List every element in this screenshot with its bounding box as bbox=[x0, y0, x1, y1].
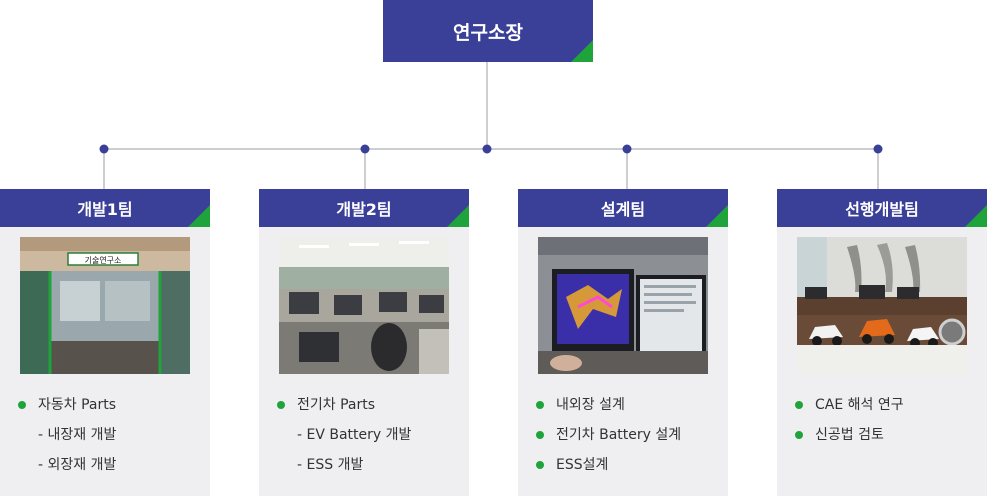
team-title-box: 설계팀 bbox=[518, 189, 728, 227]
team-title: 개발1팀 bbox=[77, 200, 133, 219]
green-corner-accent bbox=[965, 205, 987, 227]
node-dot-team3 bbox=[622, 144, 632, 154]
team-card-advanced-dev: 선행개발팀 CAE 해석 연구 신공 bbox=[777, 189, 987, 496]
team-title: 선행개발팀 bbox=[845, 200, 919, 219]
team-title-box: 개발2팀 bbox=[259, 189, 469, 227]
list-item: 전기차 Parts bbox=[277, 395, 411, 425]
photo-illustration bbox=[538, 237, 708, 374]
team-card-design: 설계팀 내외장 설계 전기차 Battery 설계 ESS설계 bbox=[518, 189, 728, 496]
photo-sign-text: 기술연구소 bbox=[85, 255, 122, 265]
team-title: 개발2팀 bbox=[336, 200, 392, 219]
team-title-box: 개발1팀 bbox=[0, 189, 210, 227]
team-item-list: 전기차 Parts - EV Battery 개발 - ESS 개발 bbox=[277, 395, 411, 485]
list-item: 내외장 설계 bbox=[536, 395, 681, 425]
team-card-dev2: 개발2팀 전기차 Parts - EV Battery 개발 - ESS 개발 bbox=[259, 189, 469, 496]
director-title: 연구소장 bbox=[453, 21, 523, 44]
photo-illustration: 기술연구소 bbox=[20, 237, 190, 374]
green-corner-accent bbox=[447, 205, 469, 227]
list-item: 신공법 검토 bbox=[795, 425, 904, 455]
green-corner-accent bbox=[188, 205, 210, 227]
list-item: CAE 해석 연구 bbox=[795, 395, 904, 425]
toy-car-showroom-photo bbox=[797, 237, 967, 374]
team-item-list: 내외장 설계 전기차 Battery 설계 ESS설계 bbox=[536, 395, 681, 485]
green-corner-accent bbox=[706, 205, 728, 227]
team-title-box: 선행개발팀 bbox=[777, 189, 987, 227]
director-box: 연구소장 bbox=[383, 0, 593, 62]
research-lab-entrance-photo: 기술연구소 bbox=[20, 237, 190, 374]
node-dot-center bbox=[482, 144, 492, 154]
cad-monitor-photo bbox=[538, 237, 708, 374]
photo-illustration bbox=[797, 237, 967, 374]
team-card-dev1: 개발1팀 기술연구소 자동차 Parts - 내장재 개발 - 외장재 개발 bbox=[0, 189, 210, 496]
node-dot-team4 bbox=[873, 144, 883, 154]
team-item-list: 자동차 Parts - 내장재 개발 - 외장재 개발 bbox=[18, 395, 116, 485]
office-workstations-photo bbox=[279, 237, 449, 374]
list-item: - 외장재 개발 bbox=[38, 457, 117, 473]
list-item: ESS설계 bbox=[536, 455, 681, 485]
list-item: 자동차 Parts bbox=[18, 395, 116, 425]
team-title: 설계팀 bbox=[600, 200, 646, 219]
list-item: - 내장재 개발 bbox=[38, 427, 117, 443]
green-corner-accent bbox=[571, 40, 593, 62]
node-dot-team1 bbox=[99, 144, 109, 154]
team-item-list: CAE 해석 연구 신공법 검토 bbox=[795, 395, 904, 455]
list-item: - EV Battery 개발 bbox=[297, 427, 412, 443]
list-item: 전기차 Battery 설계 bbox=[536, 425, 681, 455]
node-dot-team2 bbox=[360, 144, 370, 154]
photo-illustration bbox=[279, 237, 449, 374]
list-item: - ESS 개발 bbox=[297, 457, 364, 473]
